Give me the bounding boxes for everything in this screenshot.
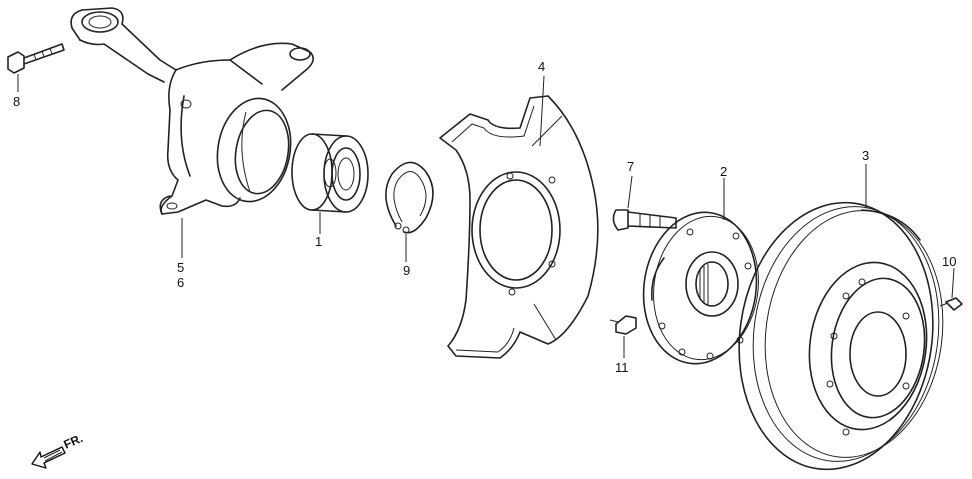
leader-lines [17, 74, 955, 358]
steering-knuckle-part-5-6 [70, 7, 314, 215]
wheel-bearing-part-1 [291, 133, 369, 213]
callout-1: 1 [315, 234, 322, 249]
splash-shield-part-4 [439, 95, 599, 359]
front-label: FR. [62, 431, 85, 452]
callout-4: 4 [538, 59, 545, 74]
wheel-stud-part-7 [612, 209, 677, 231]
callout-9: 9 [403, 263, 410, 278]
callout-10: 10 [942, 254, 956, 269]
callout-3: 3 [862, 148, 869, 163]
callout-5: 5 [177, 260, 184, 275]
screw-part-10 [939, 297, 963, 311]
front-direction-indicator: FR. [31, 431, 85, 469]
small-bolt-part-11 [609, 315, 637, 335]
brake-disc-part-3 [738, 201, 944, 471]
bolt-part-8 [7, 43, 65, 74]
callout-2: 2 [720, 164, 727, 179]
wheel-hub-part-2 [642, 211, 759, 365]
callout-6: 6 [177, 275, 184, 290]
callout-8: 8 [13, 94, 20, 109]
callout-11: 11 [615, 360, 629, 375]
callout-7: 7 [627, 159, 634, 174]
snap-ring-part-9 [385, 161, 434, 234]
front-arrow-icon [31, 446, 66, 469]
